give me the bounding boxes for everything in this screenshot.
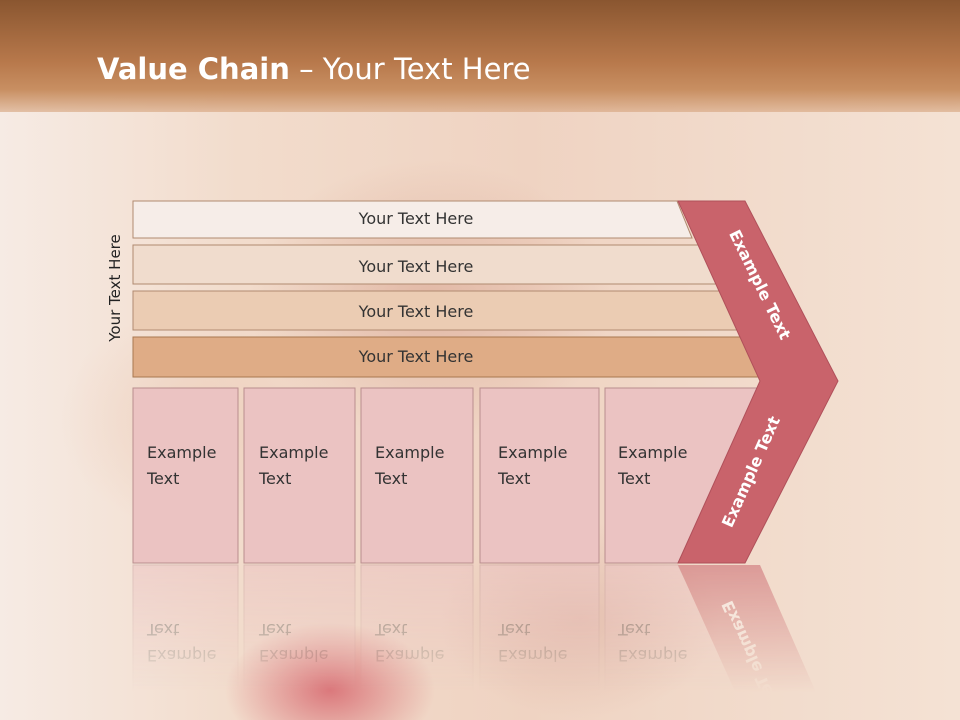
reflection: Example Text Example Text Example Text Exam… xyxy=(132,564,829,720)
svg-text:Example: Example xyxy=(498,646,567,665)
svg-text:Text: Text xyxy=(374,620,407,639)
activity-box-5-line1: Example xyxy=(618,443,687,462)
svg-text:Text: Text xyxy=(258,620,291,639)
activity-box-3 xyxy=(360,387,474,564)
slide-title: Value Chain – Your Text Here xyxy=(97,52,531,86)
svg-text:Text: Text xyxy=(497,620,530,639)
activity-box-3-line1: Example xyxy=(375,443,444,462)
activity-box-4 xyxy=(479,387,600,564)
activity-box-4-line1: Example xyxy=(498,443,567,462)
activity-box-2 xyxy=(243,387,356,564)
svg-text:Example: Example xyxy=(259,646,328,665)
svg-text:Text: Text xyxy=(146,620,179,639)
bar-2-label: Your Text Here xyxy=(358,257,474,276)
bar-1-label: Your Text Here xyxy=(358,209,474,228)
svg-text:Example: Example xyxy=(618,646,687,665)
svg-text:Text: Text xyxy=(617,620,650,639)
bar-4-label: Your Text Here xyxy=(358,347,474,366)
title-bold: Value Chain xyxy=(97,52,290,86)
activity-box-5-line2: Text xyxy=(617,469,650,488)
bar-3-label: Your Text Here xyxy=(358,302,474,321)
activity-box-4-line2: Text xyxy=(497,469,530,488)
activity-box-3-line2: Text xyxy=(374,469,407,488)
title-bar xyxy=(0,0,960,112)
activity-box-2-line2: Text xyxy=(258,469,291,488)
activity-box-2-line1: Example xyxy=(259,443,328,462)
title-rest: – Your Text Here xyxy=(289,52,531,86)
activity-box-1-line2: Text xyxy=(146,469,179,488)
activity-box-1-line1: Example xyxy=(147,443,216,462)
bar-1 xyxy=(132,200,693,239)
svg-text:Example: Example xyxy=(147,646,216,665)
margin-chevron xyxy=(677,200,839,564)
svg-text:Example: Example xyxy=(375,646,444,665)
activity-box-1 xyxy=(132,387,239,564)
